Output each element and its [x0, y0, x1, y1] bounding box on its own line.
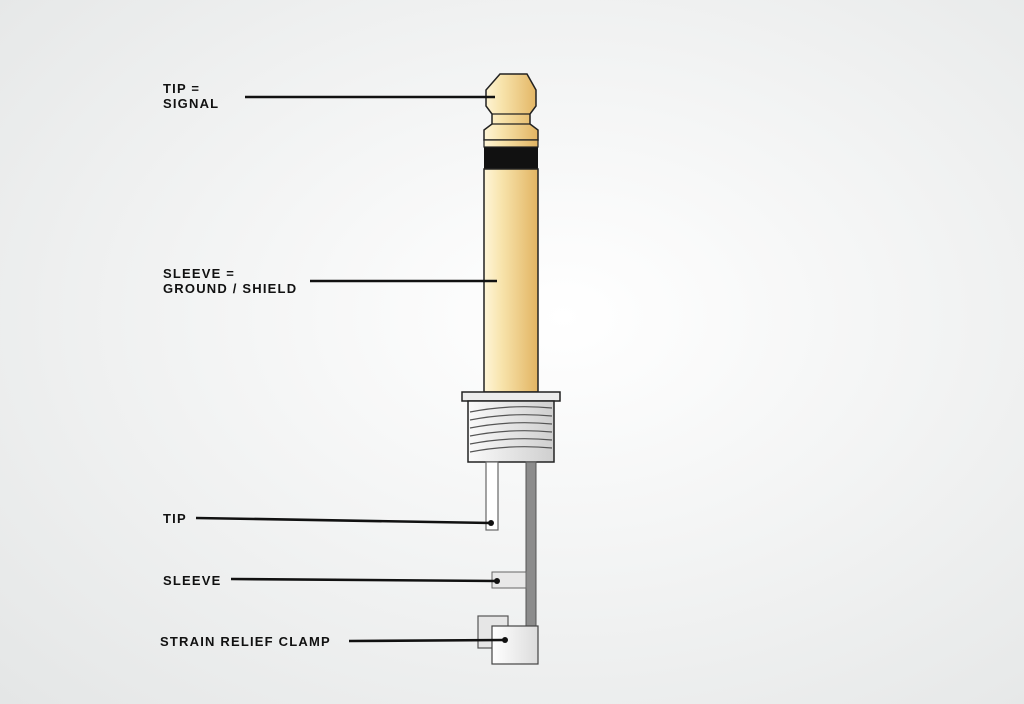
label-tip-signal: TIP = SIGNAL: [163, 81, 219, 111]
sleeve-terminal-bar: [525, 461, 537, 629]
leader-line-tip-terminal: [195, 516, 492, 525]
sleeve-collar: [483, 139, 539, 148]
leader-dot-tip-terminal: [488, 520, 494, 526]
leader-dot-strain-relief: [502, 637, 508, 643]
label-strain-relief-clamp: STRAIN RELIEF CLAMP: [160, 634, 331, 649]
label-tip-signal-line1: TIP =: [163, 81, 201, 96]
strain-relief-clamp: [491, 625, 539, 665]
tip-contact: [483, 73, 539, 141]
leader-line-strain-relief: [348, 638, 506, 643]
leader-line-sleeve-terminal: [230, 577, 498, 583]
leader-dot-sleeve-terminal: [494, 578, 500, 584]
insulator-ring: [484, 147, 538, 169]
label-sleeve-terminal: SLEEVE: [163, 573, 222, 588]
flange: [461, 391, 561, 402]
label-sleeve-ground: SLEEVE = GROUND / SHIELD: [163, 266, 297, 296]
thread-lines: [469, 406, 553, 453]
label-tip-terminal: TIP: [163, 511, 187, 526]
tip-terminal: [485, 461, 499, 531]
label-sleeve-ground-line1: SLEEVE =: [163, 266, 236, 281]
label-tip-signal-line2: SIGNAL: [163, 96, 220, 111]
label-sleeve-ground-line2: GROUND / SHIELD: [163, 281, 298, 296]
